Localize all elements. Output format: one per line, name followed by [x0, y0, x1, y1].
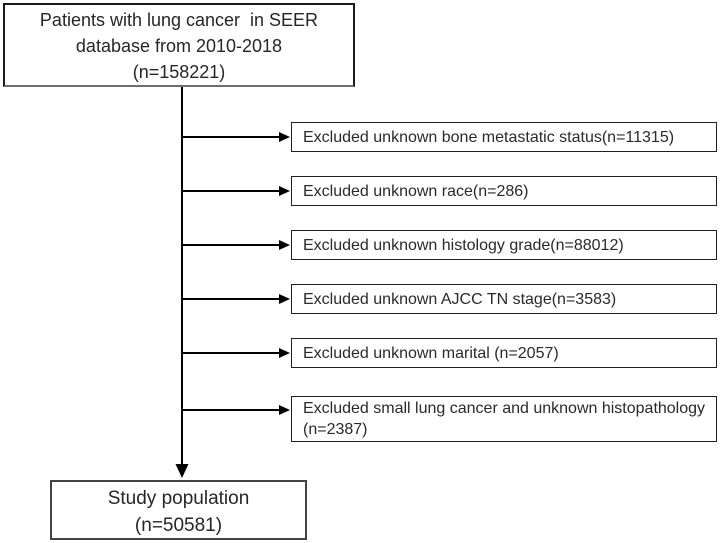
exclusion-label-line2: (n=2387)	[303, 421, 368, 438]
arrowhead-down-icon	[175, 464, 189, 478]
arrowhead-right-icon	[279, 405, 290, 415]
source-population-box: Patients with lung cancer in SEER databa…	[3, 3, 355, 87]
study-population-line2: (n=50581)	[134, 515, 223, 536]
arrowhead-right-icon	[279, 294, 290, 304]
arrowhead-right-icon	[279, 240, 290, 250]
exclusion-box-marital: Excluded unknown marital (n=2057)	[291, 338, 717, 368]
source-population-line1: Patients with lung cancer in SEER	[39, 10, 319, 30]
study-population-box: Study population (n=50581)	[50, 480, 307, 540]
arrowhead-right-icon	[279, 348, 290, 358]
study-population-line1: Study population	[107, 488, 250, 509]
source-population-line3: (n=158221)	[132, 62, 226, 82]
exclusion-label: Excluded unknown marital (n=2057)	[303, 344, 559, 362]
exclusion-label: Excluded unknown bone metastatic status(…	[303, 128, 675, 146]
source-population-line2: database from 2010-2018	[75, 36, 283, 56]
exclusion-label: Excluded small lung cancer and unknown h…	[303, 400, 706, 417]
exclusion-box-ajcc-tn-stage: Excluded unknown AJCC TN stage(n=3583)	[291, 284, 717, 314]
arrowhead-right-icon	[279, 132, 290, 142]
exclusion-box-histology-grade: Excluded unknown histology grade(n=88012…	[291, 230, 717, 260]
arrowhead-right-icon	[279, 186, 290, 196]
exclusion-box-small-lung-cancer-histopathology: Excluded small lung cancer and unknown h…	[291, 396, 717, 442]
exclusion-label: Excluded unknown AJCC TN stage(n=3583)	[303, 290, 617, 308]
exclusion-box-bone-metastatic-status: Excluded unknown bone metastatic status(…	[291, 122, 717, 152]
exclusion-label: Excluded unknown histology grade(n=88012…	[303, 236, 624, 254]
exclusion-box-race: Excluded unknown race(n=286)	[291, 176, 717, 206]
exclusion-label: Excluded unknown race(n=286)	[303, 182, 529, 200]
